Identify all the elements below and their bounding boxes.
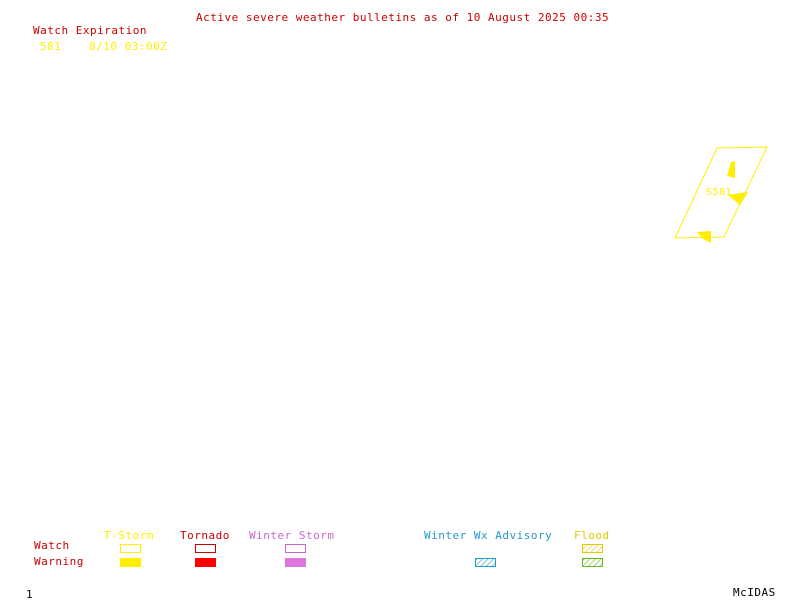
- legend-tstorm-label: T-Storm: [104, 529, 154, 542]
- legend-tornado-watch-swatch: [195, 544, 216, 553]
- legend-tstorm-watch-swatch: [120, 544, 141, 553]
- legend-watch-row-label: Watch: [34, 539, 70, 552]
- mcidas-label: McIDAS: [733, 586, 776, 599]
- frame-number: 1: [26, 588, 34, 601]
- legend-flood-watch-swatch: [582, 544, 603, 553]
- watch-marker-top: [727, 161, 735, 178]
- watch-marker-right: [728, 192, 748, 205]
- watch-expiration-time: 8/10 03:00Z: [89, 40, 168, 53]
- legend-flood-warning-swatch: [582, 558, 603, 567]
- watch-expiration-header: Watch Expiration: [33, 24, 147, 37]
- watch-box-581[interactable]: [674, 146, 768, 239]
- legend-winterstorm-label: Winter Storm: [249, 529, 335, 542]
- watch-box-label: S581: [706, 187, 733, 198]
- legend-tstorm-warning-swatch: [120, 558, 141, 567]
- legend-winterwx-warning-swatch: [475, 558, 496, 567]
- legend-flood-label: Flood: [574, 529, 610, 542]
- bulletin-title: Active severe weather bulletins as of 10…: [196, 11, 610, 24]
- watch-marker-bottom: [697, 231, 711, 243]
- legend-winterwx-label: Winter Wx Advisory: [424, 529, 553, 542]
- legend-winterstorm-watch-swatch: [285, 544, 306, 553]
- legend-winterstorm-warning-swatch: [285, 558, 306, 567]
- legend-warning-row-label: Warning: [34, 555, 84, 568]
- legend-tornado-warning-swatch: [195, 558, 216, 567]
- legend-tornado-label: Tornado: [180, 529, 230, 542]
- watch-number: 581: [40, 40, 62, 53]
